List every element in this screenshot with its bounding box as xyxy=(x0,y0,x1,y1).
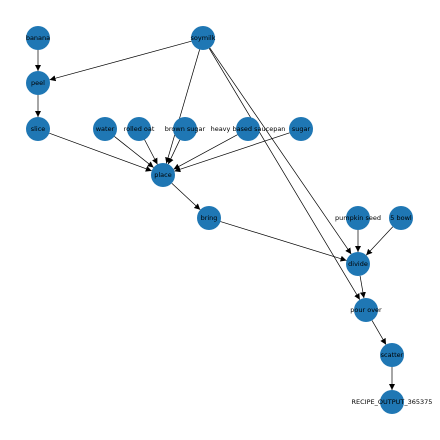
edge-pour_over-to-scatter xyxy=(371,320,387,345)
node-label: 5 bowl xyxy=(390,214,412,222)
node-peel: peel xyxy=(26,71,50,95)
node-circle xyxy=(93,117,117,141)
edge-slice-to-place xyxy=(49,132,152,172)
node-circle xyxy=(380,390,404,414)
node-circle xyxy=(191,26,215,50)
node-label: peel xyxy=(31,79,45,87)
node-brown_sugar: brown sugar xyxy=(165,117,206,141)
node-heavy_saucepan: heavy based saucepan xyxy=(211,117,286,141)
node-divide: divide xyxy=(346,252,370,276)
edge-bowl-to-divide xyxy=(365,226,394,256)
node-label: pumpkin seed xyxy=(335,214,381,222)
edge-water-to-place xyxy=(114,136,154,168)
node-circle xyxy=(389,206,413,230)
node-label: bring xyxy=(201,214,218,222)
node-bowl: 5 bowl xyxy=(389,206,413,230)
node-layer: banana soymilk peel slice water rolled oat bro… xyxy=(26,26,433,414)
edge-sugar-to-place xyxy=(174,132,290,173)
node-pumpkin_seed: pumpkin seed xyxy=(335,206,381,230)
node-label: pour over xyxy=(350,306,382,314)
node-pour_over: pour over xyxy=(350,298,382,322)
node-label: RECIPE_OUTPUT_365375 xyxy=(352,398,433,406)
edge-divide-to-pour_over xyxy=(359,275,366,299)
node-bring: bring xyxy=(197,206,221,230)
node-place: place xyxy=(151,163,175,187)
node-scatter: scatter xyxy=(380,343,404,367)
node-circle xyxy=(26,71,50,95)
edge-soymilk-to-divide xyxy=(209,47,352,255)
node-label: slice xyxy=(31,125,46,133)
edge-heavy_saucepan-to-place xyxy=(173,134,238,170)
node-slice: slice xyxy=(26,117,50,141)
edge-place-to-bring xyxy=(171,182,201,211)
node-label: place xyxy=(154,171,172,179)
node-label: water xyxy=(96,125,115,133)
node-label: heavy based saucepan xyxy=(211,125,286,133)
node-circle xyxy=(354,298,378,322)
node-circle xyxy=(173,117,197,141)
node-output: RECIPE_OUTPUT_365375 xyxy=(352,390,433,414)
node-circle xyxy=(26,26,50,50)
node-circle xyxy=(151,163,175,187)
edge-layer xyxy=(35,40,395,390)
node-label: divide xyxy=(348,260,368,268)
node-circle xyxy=(197,206,221,230)
node-circle xyxy=(26,117,50,141)
node-circle xyxy=(380,343,404,367)
edge-soymilk-to-peel xyxy=(49,40,192,82)
node-circle xyxy=(346,252,370,276)
node-label: sugar xyxy=(292,125,311,133)
edge-brown_sugar-to-place xyxy=(167,139,181,165)
node-label: scatter xyxy=(381,351,404,359)
node-label: brown sugar xyxy=(165,125,206,133)
node-circle xyxy=(346,206,370,230)
node-soymilk: soymilk xyxy=(191,26,216,50)
node-label: rolled oat xyxy=(124,125,155,133)
node-label: banana xyxy=(26,34,50,42)
node-label: soymilk xyxy=(191,34,216,42)
node-sugar: sugar xyxy=(289,117,313,141)
node-circle xyxy=(127,117,151,141)
node-water: water xyxy=(93,117,117,141)
node-rolled_oat: rolled oat xyxy=(124,117,155,141)
edge-bring-to-divide xyxy=(220,221,347,262)
node-circle xyxy=(289,117,313,141)
node-circle xyxy=(236,117,260,141)
edge-soymilk-to-place xyxy=(165,49,200,164)
edge-soymilk-to-pour_over xyxy=(208,48,361,300)
node-banana: banana xyxy=(26,26,50,50)
edge-rolled_oat-to-place xyxy=(144,139,158,165)
